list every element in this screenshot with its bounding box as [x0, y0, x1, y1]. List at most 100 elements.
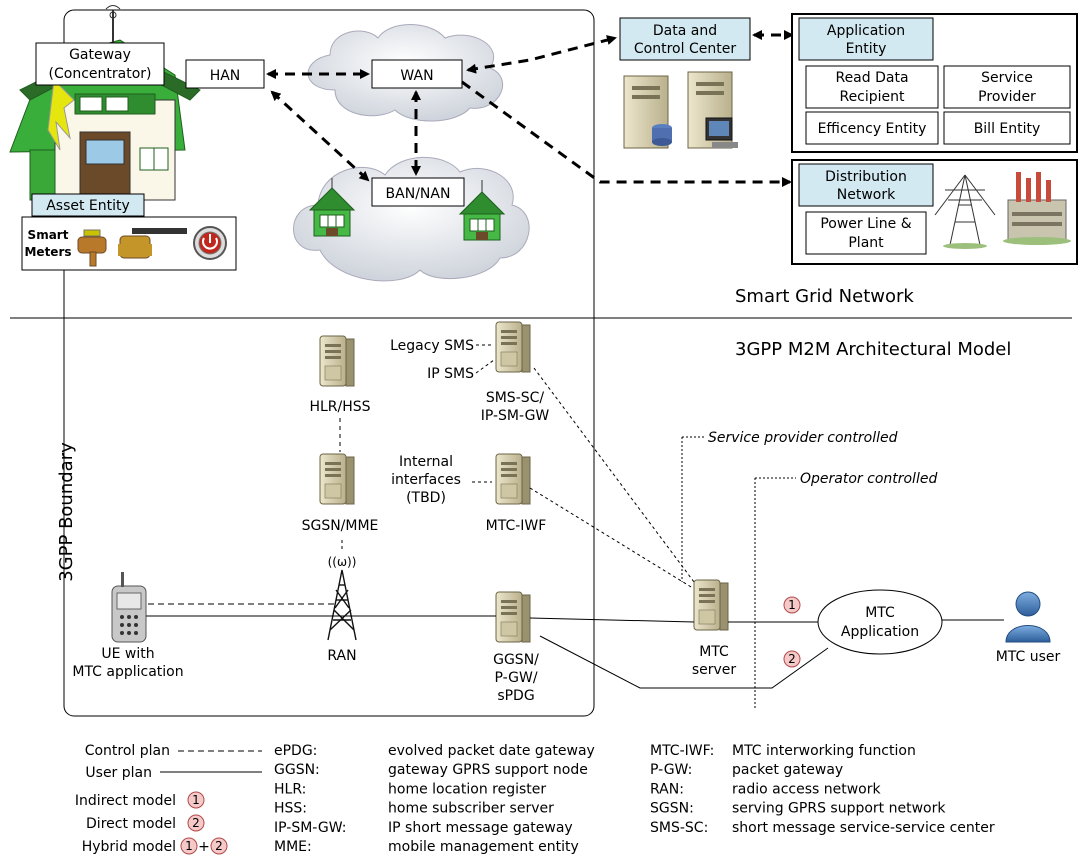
m2m-title: 3GPP M2M Architectural Model [735, 339, 1011, 360]
indirect-model-badge: 1 [783, 596, 801, 614]
mtc-iwf-label: MTC-IWF [486, 518, 547, 534]
service-provider-box [943, 65, 1071, 109]
asset-entity-text: Asset Entity [46, 198, 130, 214]
abbrev-col1-term-5: MME: [274, 839, 312, 855]
sgsn-mme-label: SGSN/MME [302, 518, 379, 534]
abbrev-col1-def-2: home location register [388, 781, 546, 797]
application-entity-line2: Entity [846, 41, 887, 57]
abbrev-col1-def-5: mobile management entity [388, 839, 579, 855]
gateway-label-line2: (Concentrator) [49, 66, 152, 82]
bill-entity-label: Bill Entity [974, 121, 1041, 137]
abbrev-col2-term-1: P-GW: [650, 762, 692, 778]
service-provider-controlled-label: Service provider controlled [708, 430, 898, 446]
ip-sms-label: IP SMS [427, 366, 474, 382]
svg-text:1: 1 [788, 598, 796, 612]
bill-entity-box [943, 111, 1071, 145]
abbrev-col1-def-4: IP short message gateway [388, 820, 573, 836]
mtc-user-label: MTC user [996, 649, 1061, 665]
ggsn-label-line3: sPDG [497, 688, 534, 704]
han-label: HAN [210, 68, 241, 84]
valve-icon [77, 229, 107, 267]
application-entity-label [798, 17, 934, 61]
han-box [185, 59, 265, 89]
ban-nan-label: BAN/NAN [386, 186, 451, 202]
gateway-label-box [35, 42, 165, 86]
abbrev-col2-def-4: short message service-service center [732, 820, 995, 836]
abbrev-col2-def-3: serving GPRS support network [732, 801, 946, 817]
abbrev-col2-term-3: SGSN: [650, 801, 694, 817]
abbrev-col1-def-1: gateway GPRS support node [388, 762, 588, 778]
distribution-network-line2: Network [837, 187, 896, 203]
abbrev-col1-term-3: HSS: [274, 801, 307, 817]
mtc-application-ellipse [817, 589, 943, 655]
sms-sc-server-icon [495, 321, 531, 373]
power-button-icon [193, 226, 227, 260]
wan-label: WAN [400, 68, 433, 84]
mtc-application-line2: Application [841, 624, 919, 640]
wan-box [371, 59, 463, 89]
abbrev-col2-term-4: SMS-SC: [650, 820, 708, 836]
database-server-icon [623, 75, 672, 149]
power-line-plant-box [805, 211, 927, 255]
abbrev-col1-def-0: evolved packet date gateway [388, 743, 595, 759]
abbrev-col1-term-0: ePDG: [274, 743, 317, 759]
ban-nan-cloud [293, 156, 530, 282]
legend-control-plan: Control plan [85, 743, 170, 759]
mtc-server-label-line1: MTC [699, 644, 729, 660]
legend-hybrid-model: Hybrid model [82, 839, 176, 855]
pipe-valve-icon [118, 228, 187, 259]
service-provider-line1: Service [981, 70, 1033, 86]
legend-badge-2: 2 [192, 816, 200, 830]
efficiency-entity-box [805, 111, 939, 145]
direct-model-badge: 2 [783, 650, 801, 668]
legend-hybrid-badge-2: 2 [215, 839, 223, 853]
mtc-application-line1: MTC [865, 605, 895, 621]
sms-sc-label-line1: SMS-SC/ [486, 390, 545, 406]
read-data-recipient-line2: Recipient [839, 89, 905, 105]
gateway-label-line1: Gateway [69, 47, 131, 63]
transmission-tower-icon [934, 174, 996, 249]
ue-label-line1: UE with [101, 646, 154, 662]
read-data-recipient-box [805, 65, 939, 109]
ran-signal-icon: ((ω)) [328, 555, 357, 569]
read-data-recipient-line1: Read Data [835, 70, 908, 86]
legacy-sms-label: Legacy SMS [390, 338, 474, 354]
sms-sc-label-line2: IP-SM-GW [481, 408, 550, 424]
smart-meters-line2: Meters [24, 245, 71, 259]
power-line-plant-line1: Power Line & [820, 216, 911, 232]
hlr-hss-server-icon [319, 335, 355, 387]
operator-controlled-label: Operator controlled [800, 471, 937, 487]
distribution-network-line1: Distribution [825, 169, 907, 185]
abbrev-col2-def-0: MTC interworking function [732, 743, 916, 759]
smart-meters-line1: Smart [28, 228, 69, 242]
mobile-phone-icon [111, 572, 147, 643]
mtc-server-icon [693, 579, 729, 631]
data-control-center-line2: Control Center [634, 41, 736, 57]
ggsn-server-icon [495, 591, 531, 643]
user-plane-links [146, 615, 1004, 689]
data-control-center-line1: Data and [653, 23, 717, 39]
3gpp-boundary-label: 3GPP Boundary [56, 442, 77, 582]
power-line-plant-line2: Plant [848, 235, 884, 251]
3gpp-boundary-frame [63, 9, 595, 717]
application-entity-line1: Application [827, 23, 905, 39]
asset-entity-label [31, 193, 145, 217]
abbrev-col2-term-0: MTC-IWF: [650, 743, 714, 759]
sgsn-mme-server-icon [319, 453, 355, 505]
internal-interfaces-line1: Internal [399, 454, 453, 470]
abbrev-col2-def-1: packet gateway [732, 762, 843, 778]
ran-label: RAN [327, 648, 356, 664]
data-control-center-box [619, 17, 751, 61]
hlr-hss-label: HLR/HSS [309, 399, 370, 415]
mtc-iwf-server-icon [495, 453, 531, 505]
mtc-user-icon [1005, 591, 1051, 643]
abbrev-col2-term-2: RAN: [650, 781, 684, 797]
home-house-icon [9, 5, 201, 201]
ban-nan-box [371, 177, 465, 207]
legend-badge-1: 1 [192, 793, 200, 807]
smart-grid-title: Smart Grid Network [735, 286, 914, 307]
abbrev-col1-term-1: GGSN: [274, 762, 320, 778]
